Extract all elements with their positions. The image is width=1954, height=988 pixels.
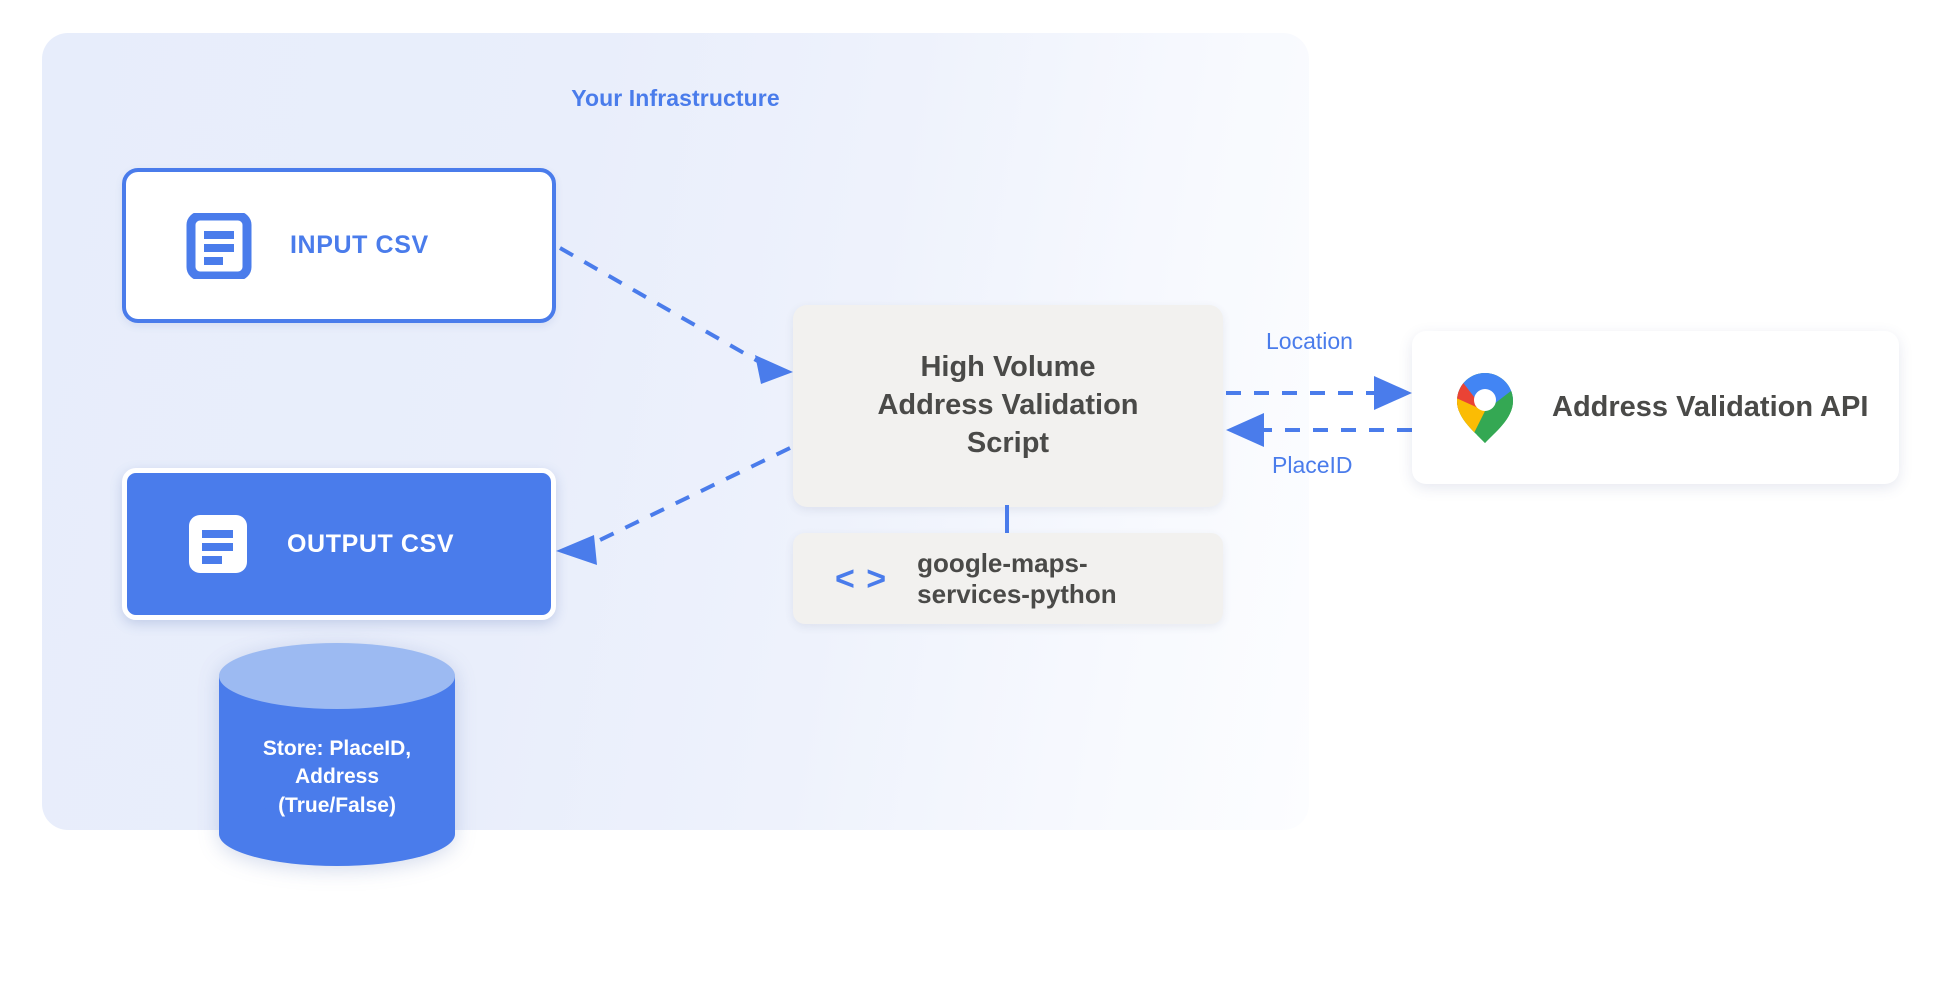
arrowhead-script-to-api bbox=[1374, 376, 1412, 410]
code-brackets-icon: < > bbox=[835, 559, 888, 598]
google-maps-pin-icon bbox=[1457, 372, 1513, 443]
node-validation-script[interactable]: High Volume Address Validation Script bbox=[793, 305, 1223, 507]
node-input-csv[interactable]: INPUT CSV bbox=[122, 168, 556, 323]
node-output-csv[interactable]: OUTPUT CSV bbox=[122, 468, 556, 620]
script-text: High Volume Address Validation Script bbox=[861, 349, 1154, 463]
panel-title: Your Infrastructure bbox=[571, 85, 780, 111]
script-line-1: High Volume bbox=[920, 351, 1096, 384]
document-icon bbox=[189, 515, 247, 573]
library-line-1: google-maps- bbox=[917, 547, 1088, 578]
document-icon bbox=[186, 212, 252, 279]
node-address-validation-api[interactable]: Address Validation API bbox=[1412, 331, 1899, 484]
edge-label-location: Location bbox=[1266, 328, 1353, 354]
output-csv-label: OUTPUT CSV bbox=[287, 529, 455, 558]
library-text: google-maps- services-python bbox=[917, 548, 1116, 610]
script-library-connector bbox=[1005, 505, 1009, 535]
library-line-2: services-python bbox=[917, 578, 1117, 609]
api-label: Address Validation API bbox=[1552, 391, 1869, 423]
script-line-3: Script bbox=[966, 426, 1050, 459]
input-csv-label: INPUT CSV bbox=[290, 231, 429, 259]
node-database[interactable] bbox=[215, 640, 459, 870]
script-line-2: Address Validation bbox=[877, 389, 1139, 421]
node-python-library[interactable]: < > google-maps- services-python bbox=[793, 533, 1223, 624]
edge-label-placeid: PlaceID bbox=[1272, 452, 1353, 478]
